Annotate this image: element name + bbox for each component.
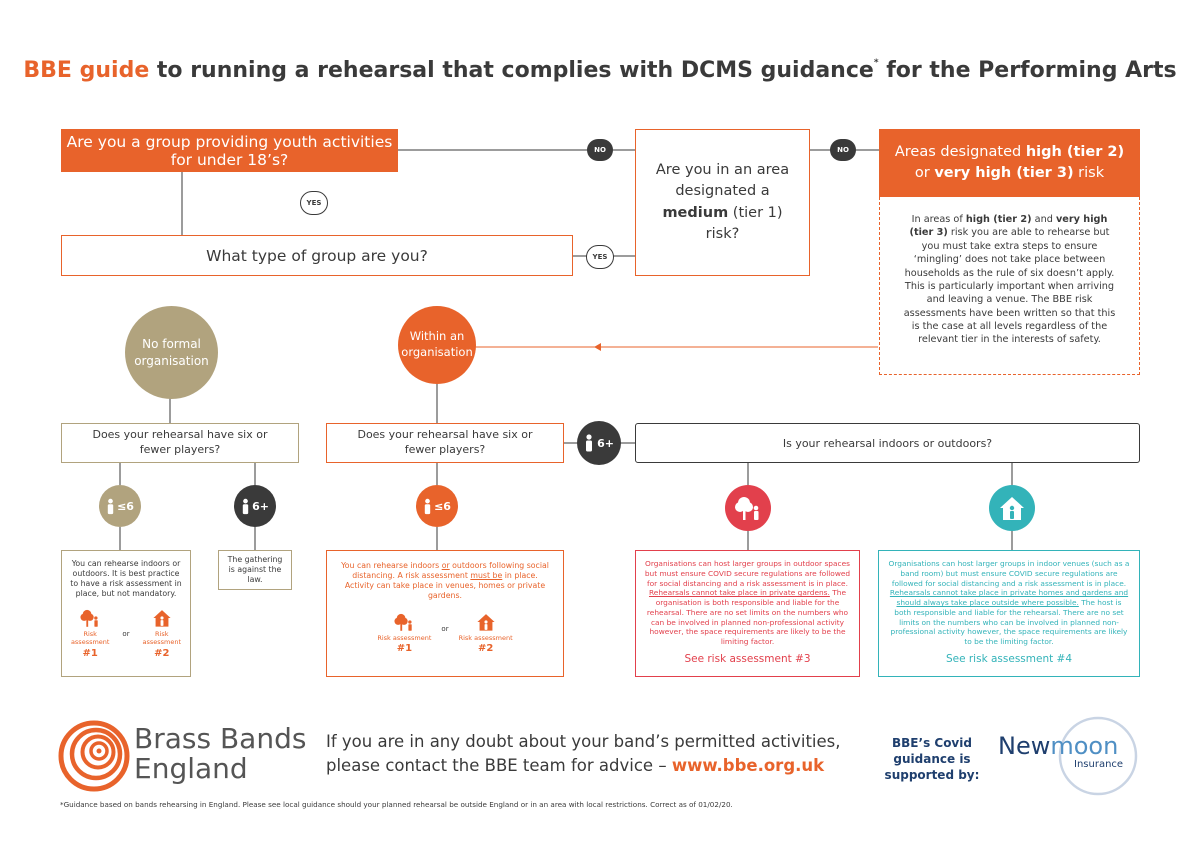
result-noformal-six-or-fewer: You can rehearse indoors or outdoors. It…: [61, 550, 191, 677]
bbe-website-link[interactable]: www.bbe.org.uk: [671, 755, 825, 775]
person-icon: [586, 434, 593, 452]
yes-pill-2: YES: [586, 245, 614, 269]
house-icon: [153, 609, 171, 627]
person-icon: [424, 498, 431, 514]
six-plus-badge-noformal: 6+: [234, 485, 276, 527]
tree-person-icon: [394, 613, 413, 631]
indoor-house-icon: [989, 485, 1035, 531]
result-outdoor-rehearsal: Organisations can host larger groups in …: [635, 550, 860, 677]
risk-assessment-2: Risk assessment#2: [459, 612, 513, 656]
see-risk-assessment-3: See risk assessment #3: [684, 652, 811, 665]
yes-pill-1: YES: [300, 191, 328, 215]
house-icon: [477, 613, 495, 631]
question-indoors-outdoors: Is your rehearsal indoors or outdoors?: [635, 423, 1140, 463]
person-icon: [107, 498, 114, 514]
newmoon-insurance-logo: Newmoon Insurance: [998, 712, 1143, 800]
contact-message: If you are in any doubt about your band’…: [326, 732, 841, 775]
high-tier-body: In areas of high (tier 2) and very high …: [879, 197, 1140, 375]
risk-assessment-1: Risk assessment#1: [377, 612, 431, 656]
question-youth-activities: Are you a group providing youth activiti…: [61, 129, 398, 172]
high-tier-header: Areas designated high (tier 2) or very h…: [879, 129, 1140, 197]
question-medium-risk: Are you in an area designated a medium (…: [635, 129, 810, 276]
risk-assessment-1: Risk assessment#1: [68, 608, 112, 660]
bbe-wordmark: Brass Bands England: [134, 722, 307, 786]
within-organisation-circle: Within an organisation: [398, 306, 476, 384]
no-pill-2: NO: [830, 139, 856, 161]
six-or-fewer-badge-noformal: ≤6: [99, 485, 141, 527]
six-plus-badge: 6+: [577, 421, 621, 465]
footnote: *Guidance based on bands rehearsing in E…: [60, 800, 733, 809]
page-title: BBE guide to running a rehearsal that co…: [23, 58, 1177, 83]
no-pill-1: NO: [587, 139, 613, 161]
result-indoor-rehearsal: Organisations can host larger groups in …: [878, 550, 1140, 677]
risk-assessment-2: Risk assessment#2: [140, 608, 184, 660]
person-icon: [242, 498, 249, 514]
six-or-fewer-badge-org: ≤6: [416, 485, 458, 527]
question-six-fewer-org: Does your rehearsal have six or fewer pl…: [326, 423, 564, 463]
moon-icon: [1058, 716, 1138, 796]
question-six-fewer-noformal: Does your rehearsal have six or fewer pl…: [61, 423, 299, 463]
supported-by-label: BBE’s Covid guidance is supported by:: [884, 736, 980, 783]
result-gathering-illegal: The gathering is against the law.: [218, 550, 292, 590]
bbe-logo-icon: [58, 720, 130, 792]
question-group-type: What type of group are you?: [61, 235, 573, 276]
no-formal-organisation-circle: No formal organisation: [125, 306, 218, 399]
see-risk-assessment-4: See risk assessment #4: [945, 652, 1073, 665]
tree-person-icon: [80, 609, 98, 627]
result-org-six-or-fewer: You can rehearse indoors or outdoors fol…: [326, 550, 564, 677]
outdoor-tree-icon: [725, 485, 771, 531]
